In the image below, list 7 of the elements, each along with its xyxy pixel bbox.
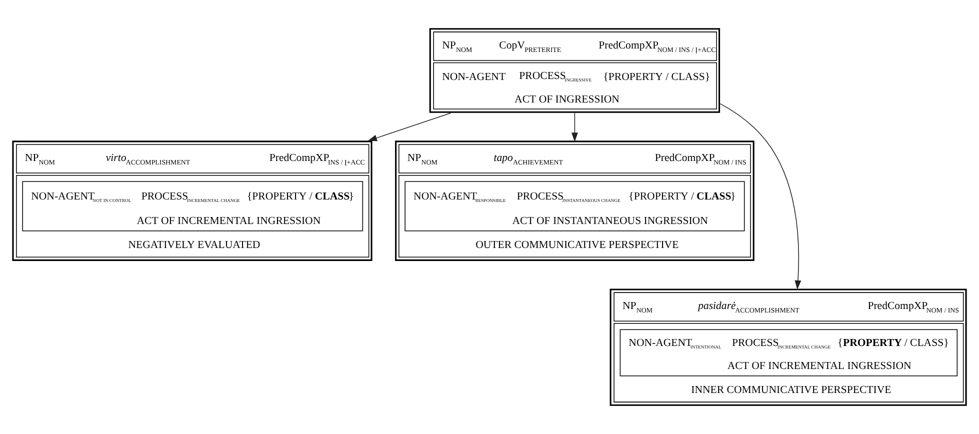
- arrow: [720, 103, 802, 290]
- arrow: [368, 112, 452, 142]
- node-box: NP$_{NOM}$ tapo$_{ACHIEVEMENT}$ PredCompXP$_{NOM / INS}$ NON-AGENT$_{RESPONSIBLE}$ PROCESS$_{INSTANTANEOUS CHANGE}$ {PROPERTY / CLASS} ACT OF INSTANTANEOUS INGRESSION OUTER COMMUNICATIVE PERSPECTIVE: [395, 140, 754, 261]
- arrow: [571, 112, 578, 142]
- node-box: NP$_{NOM}$ virto$_{ACCOMPLISHMENT}$ PredCompXP$_{INS / Į+ACC}$ NON-AGENT$_{NOT IN CONTROL}$ PROCESS$_{INCREMENTAL CHANGE}$ {PROPERTY / CLASS} ACT OF INCREMENTAL INGRESSION NEGATIVELY EVALUATED: [12, 140, 372, 261]
- node-box: NP$_{NOM}$ pasidarė$_{ACCOMPLISHMENT}$ PredCompXP$_{NOM / INS}$ NON-AGENT$_{INTENTIONAL}$ PROCESS$_{INCREMENTAL CHANGE}$ {PROPERTY / CLASS} ACT OF INCREMENTAL INGRESSION INNER COMMUNICATIVE PERSPECTIVE: [610, 288, 967, 406]
- node-box: NP$_{NOM}$ CopV$_{PRETERITE}$ PredCompXP$_{NOM / INS / Į+ACC}$ NON-AGENT PROCESS$_{INGRESSIVE}$ {PROPERTY / CLASS} ACT OF INGRESSION: [429, 28, 720, 113]
